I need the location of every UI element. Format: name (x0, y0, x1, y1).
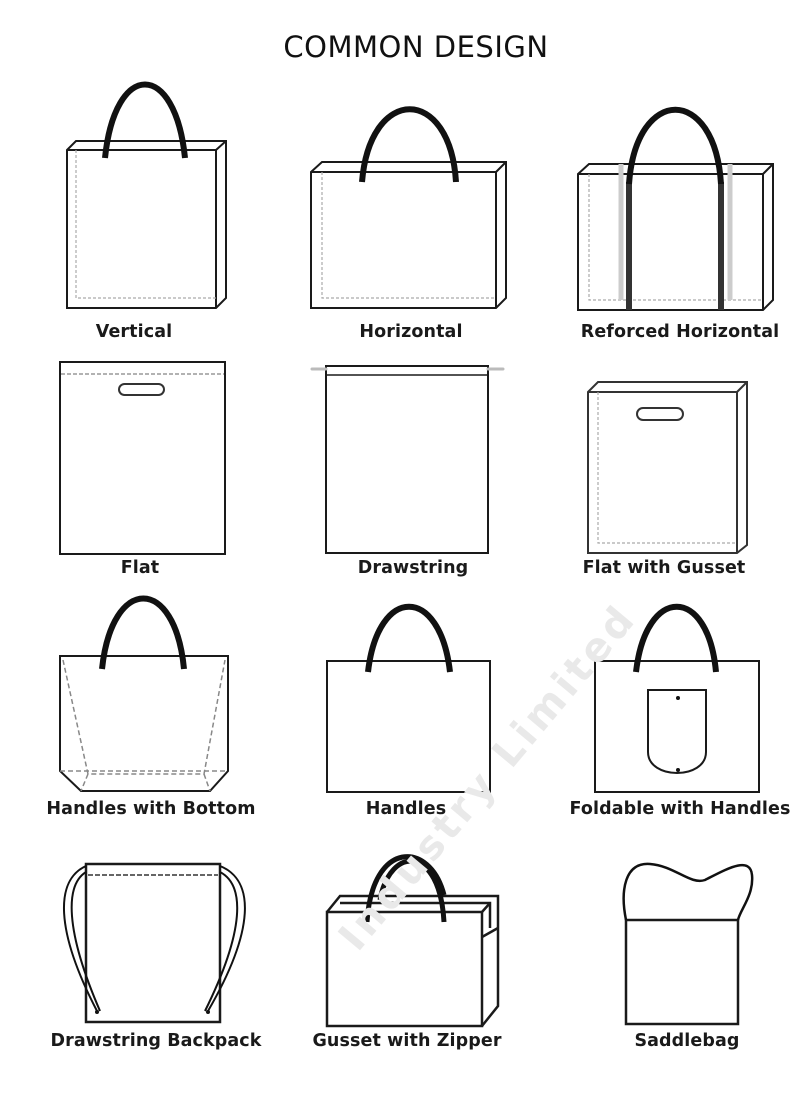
design-label: Handles (365, 799, 447, 819)
design-label: Foldable with Handles (569, 799, 791, 819)
design-label: Handles with Bottom (46, 799, 256, 819)
design-label: Gusset with Zipper (312, 1031, 502, 1051)
design-label: Flat with Gusset (582, 558, 746, 578)
design-label: Saddlebag (634, 1031, 740, 1051)
design-label: Drawstring (357, 558, 469, 578)
design-label: Vertical (95, 322, 173, 342)
design-label: Drawstring Backpack (50, 1031, 262, 1051)
page-title: COMMON DESIGN (283, 30, 549, 64)
design-label: Reforced Horizontal (580, 322, 780, 342)
design-label: Flat (120, 558, 160, 578)
design-label: Horizontal (359, 322, 463, 342)
